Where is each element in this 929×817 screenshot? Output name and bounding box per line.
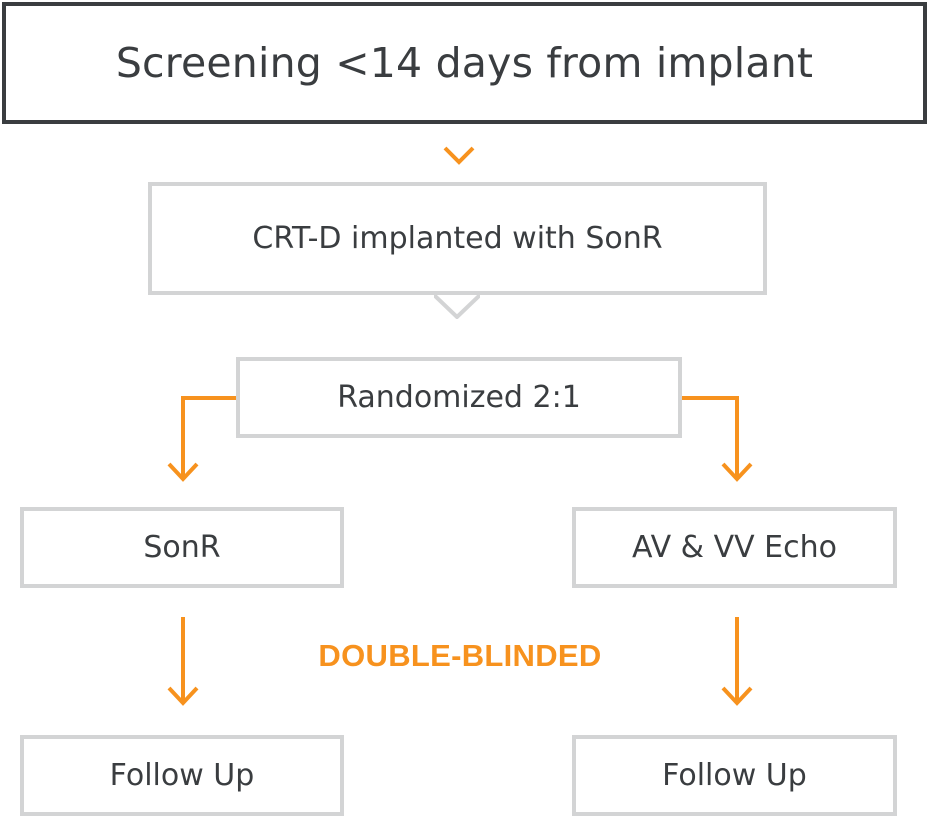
echo-arm-box: AV & VV Echo bbox=[572, 507, 897, 588]
randomized-box: Randomized 2:1 bbox=[236, 357, 682, 438]
randomized-label: Randomized 2:1 bbox=[337, 380, 581, 415]
screening-box: Screening <14 days from implant bbox=[2, 2, 927, 124]
arrowhead-followup-left bbox=[167, 686, 199, 706]
followup-left-box: Follow Up bbox=[20, 735, 344, 816]
arrowhead-sonr bbox=[167, 462, 199, 482]
double-blinded-label: DOUBLE-BLINDED bbox=[318, 638, 602, 673]
speech-tail-pointer bbox=[434, 293, 480, 319]
followup-left-label: Follow Up bbox=[109, 758, 255, 793]
crt-implant-box: CRT-D implanted with SonR bbox=[148, 182, 767, 295]
arrowhead-followup-right bbox=[721, 686, 753, 706]
crt-implant-label: CRT-D implanted with SonR bbox=[252, 221, 663, 256]
sonr-arm-box: SonR bbox=[20, 507, 344, 588]
chevron-down-icon bbox=[443, 146, 475, 165]
connector-randomized-to-sonr bbox=[181, 396, 236, 478]
echo-arm-label: AV & VV Echo bbox=[632, 530, 837, 565]
screening-label: Screening <14 days from implant bbox=[115, 39, 814, 87]
sonr-arm-label: SonR bbox=[143, 530, 221, 565]
followup-right-box: Follow Up bbox=[572, 735, 897, 816]
followup-right-label: Follow Up bbox=[662, 758, 807, 793]
connector-randomized-to-echo bbox=[682, 396, 739, 478]
arrowhead-echo bbox=[721, 462, 753, 482]
